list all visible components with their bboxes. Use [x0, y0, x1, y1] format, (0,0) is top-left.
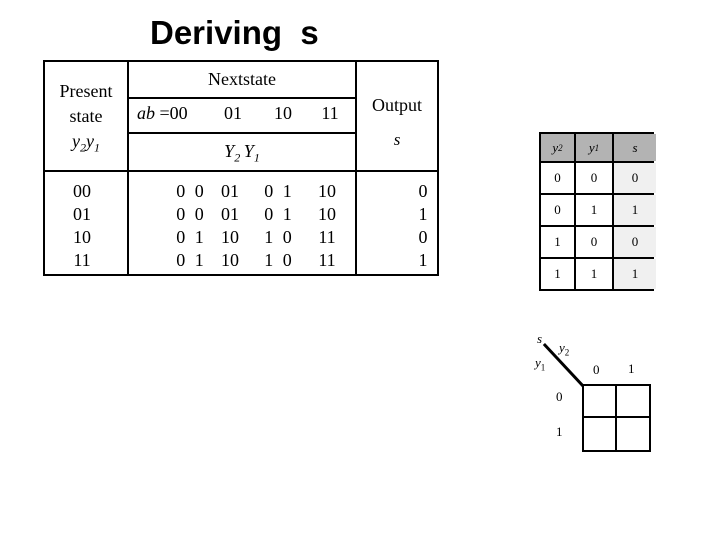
kmap-grid-vline [615, 386, 617, 450]
nextstate-vars-row: Y2 Y1 [127, 132, 357, 170]
nextstate-value: 10 [318, 181, 336, 201]
ab-col-01: 01 [224, 103, 242, 123]
nextstate-vars: Y2 Y1 [224, 140, 260, 165]
kmap-row-label-1: 1 [556, 424, 563, 439]
output-value: 0 [418, 181, 428, 201]
table-vertical-divider [355, 62, 357, 274]
present-state-vars: y2y1 [72, 130, 100, 155]
present-state-value: 10 [73, 227, 91, 247]
table-header-divider [45, 170, 437, 172]
nextstate-value: 1 0 [264, 227, 292, 247]
kmap-grid-hline [584, 416, 649, 418]
state-transition-table: Present state y2y1 Nextstate ab =00 01 1… [43, 60, 439, 276]
present-header-line2: state [69, 105, 103, 126]
state-table-row: 01 0 0 01 0 1 10 1 [45, 204, 437, 226]
present-header-line1: Present [59, 80, 113, 101]
nextstate-value: 0 0 [176, 181, 204, 201]
present-state-header: Present state y2y1 [45, 62, 127, 170]
nextstate-label: Nextstate [208, 69, 276, 89]
output-header: Output s [357, 62, 437, 170]
nextstate-value: 0 1 [176, 227, 204, 247]
state-table-row: 10 0 1 10 1 0 11 0 [45, 227, 437, 249]
truth-cell: 1 [541, 259, 574, 289]
present-state-value: 00 [73, 181, 91, 201]
ab-col-00: ab =00 [137, 103, 188, 123]
truth-cell: 0 [576, 227, 612, 257]
nextstate-value: 0 0 [176, 204, 204, 224]
truth-cell-s: 0 [614, 227, 656, 257]
truth-cell: 0 [541, 163, 574, 193]
table-vertical-divider [127, 62, 129, 274]
nextstate-value: 01 [221, 204, 239, 224]
truth-cell-s: 1 [614, 259, 656, 289]
kmap-col-label-0: 0 [593, 362, 600, 377]
nextstate-value: 01 [221, 181, 239, 201]
kmap-row-label-0: 0 [556, 389, 563, 404]
present-state-value: 01 [73, 204, 91, 224]
truth-cell: 0 [576, 163, 612, 193]
truth-cell: 1 [541, 227, 574, 257]
truth-cell-s: 0 [614, 163, 656, 193]
kmap-row-var-label: y1 [535, 355, 546, 373]
kmap-output-var-label: s [537, 331, 543, 346]
truth-cell: 1 [576, 195, 612, 225]
truth-cell: 0 [541, 195, 574, 225]
truth-header-s: s [614, 134, 656, 161]
output-value: 1 [418, 204, 428, 224]
output-var: s [393, 130, 401, 149]
nextstate-value: 11 [318, 250, 336, 270]
nextstate-value: 10 [221, 250, 239, 270]
output-value: 1 [418, 250, 428, 270]
ab-col-11: 11 [321, 103, 339, 123]
slide-title: Deriving s [150, 14, 319, 51]
present-state-value: 11 [73, 250, 91, 270]
nextstate-value: 0 1 [176, 250, 204, 270]
truth-cell: 1 [576, 259, 612, 289]
ab-row-divider [127, 132, 357, 134]
nextstate-value: 10 [221, 227, 239, 247]
nextstate-value: 1 0 [264, 250, 292, 270]
output-value: 0 [418, 227, 428, 247]
truth-cell-s: 1 [614, 195, 656, 225]
nextstate-header: Nextstate [127, 62, 357, 97]
ab-var: ab [137, 103, 155, 123]
kmap-grid [582, 384, 651, 452]
ab-col-10: 10 [274, 103, 292, 123]
state-table-row: 11 0 1 10 1 0 11 1 [45, 250, 437, 272]
kmap-col-label-1: 1 [628, 361, 635, 376]
nextstate-value: 11 [318, 227, 336, 247]
nextstate-value: 0 1 [264, 204, 292, 224]
state-table-row: 00 0 0 01 0 1 10 0 [45, 181, 437, 203]
nextstate-header-divider [127, 97, 357, 99]
nextstate-value: 0 1 [264, 181, 292, 201]
ab-input-columns-row: ab =00 01 10 11 [127, 97, 357, 132]
nextstate-value: 10 [318, 204, 336, 224]
kmap-column-var-label: y2 [559, 340, 570, 358]
output-label: Output [371, 95, 422, 115]
